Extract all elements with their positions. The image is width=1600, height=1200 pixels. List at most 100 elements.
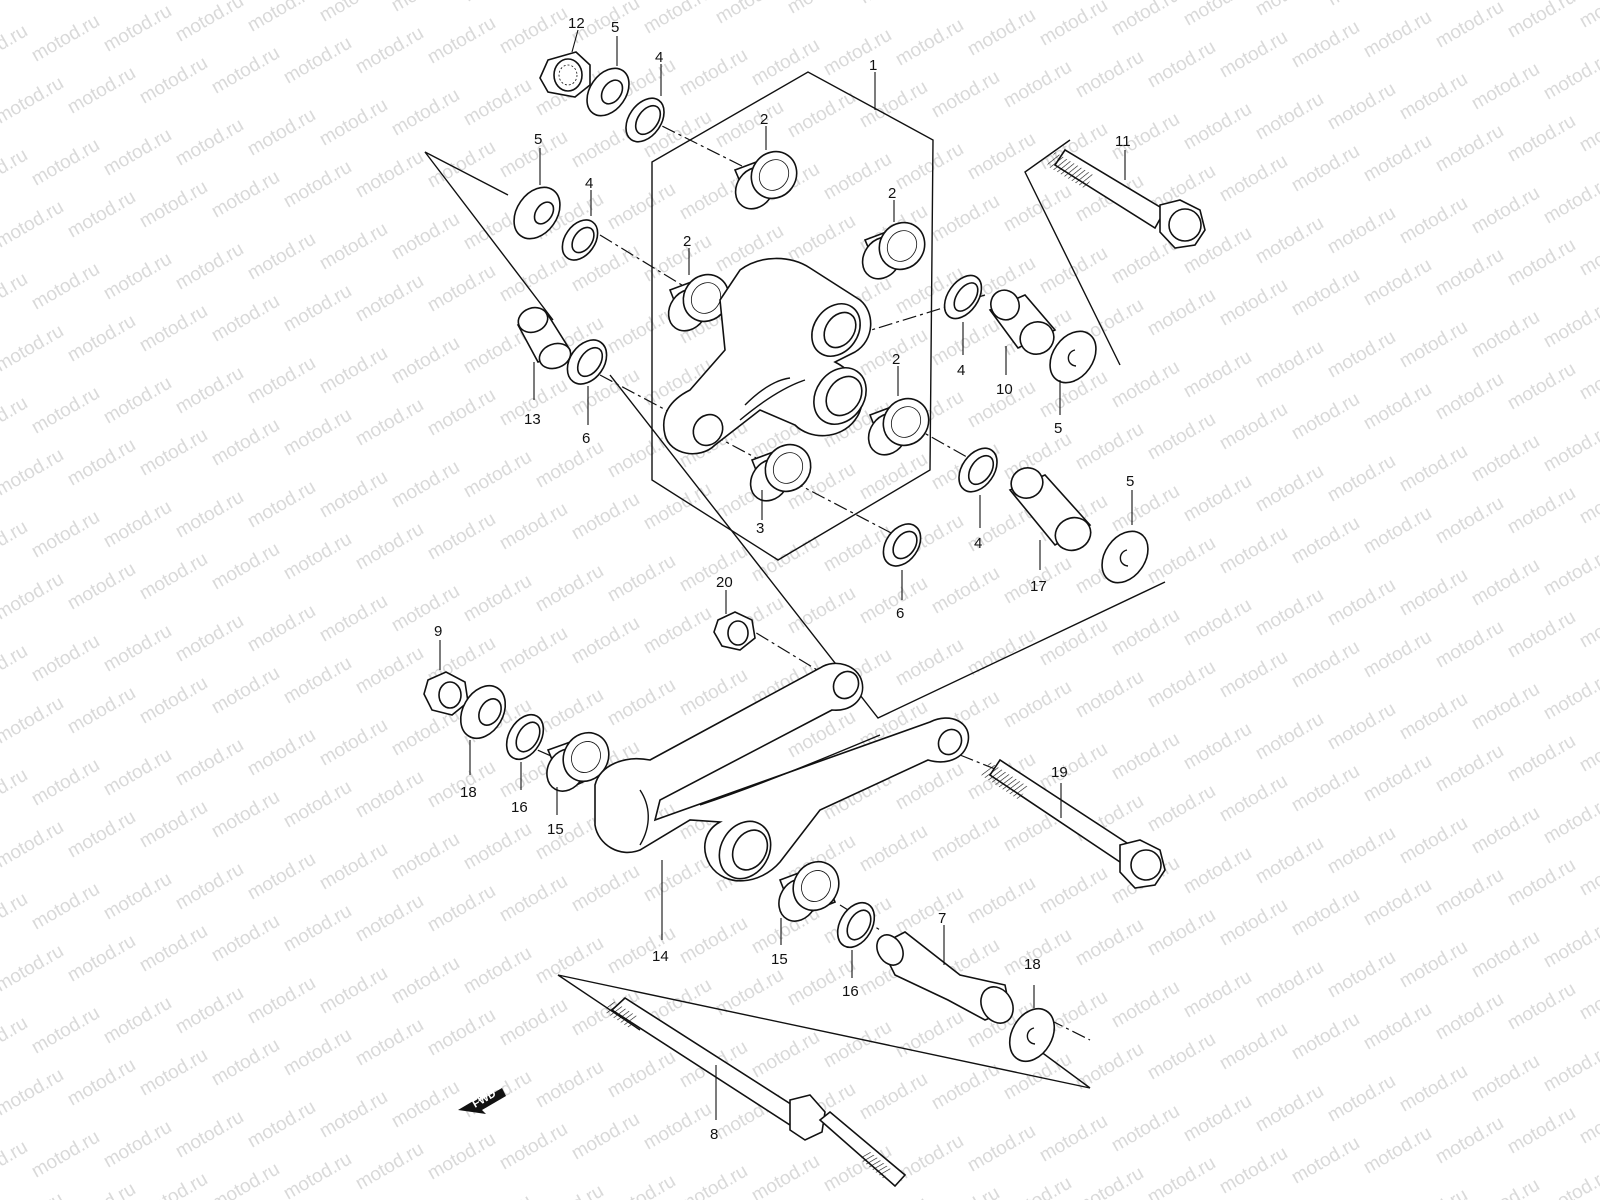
svg-text:16: 16 (842, 983, 859, 1000)
watermark-text: motod.ru (640, 1099, 715, 1155)
guide-triangle-lower (609, 374, 1166, 719)
seal-part-6-right (882, 523, 922, 567)
watermark-text: motod.ru (1504, 483, 1579, 539)
watermark-text: motod.ru (28, 755, 103, 811)
watermark-text: motod.ru (208, 167, 283, 223)
watermark-text: motod.ru (1432, 989, 1507, 1045)
watermark-text: motod.ru (1216, 151, 1291, 207)
watermark-text: motod.ru (1396, 1061, 1471, 1117)
callout-18: 18 (460, 740, 477, 801)
bearing-part-15-left (546, 731, 610, 792)
watermark-text: motod.ru (1540, 545, 1600, 601)
watermark-text: motod.ru (1504, 979, 1579, 1035)
svg-text:18: 18 (460, 784, 477, 801)
watermark-text: motod.ru (1252, 957, 1327, 1013)
watermark-text: motod.ru (1216, 1019, 1291, 1075)
watermark-text: motod.ru (388, 953, 463, 1009)
watermark-text: motod.ru (28, 507, 103, 563)
watermark-text: motod.ru (1360, 875, 1435, 931)
watermark-text: motod.ru (1468, 431, 1543, 487)
watermark-text: motod.ru (1288, 17, 1363, 73)
watermark-text: motod.ru (1540, 49, 1600, 105)
bearing-part-2-right (861, 221, 926, 280)
watermark-text: motod.ru (856, 821, 931, 877)
watermark-text: motod.ru (64, 1055, 139, 1111)
watermark-text: motod.ru (640, 479, 715, 535)
svg-text:18: 18 (1024, 956, 1041, 973)
watermark-text: motod.ru (1324, 0, 1399, 10)
watermark-text: motod.ru (784, 583, 859, 639)
spacer-part-10 (988, 289, 1057, 355)
watermark-text: motod.ru (856, 573, 931, 629)
callout-2: 2 (683, 233, 691, 275)
watermark-text: motod.ru (1108, 0, 1183, 40)
watermark-text: motod.ru (172, 735, 247, 791)
watermark-text: motod.ru (1468, 803, 1543, 859)
callout-15: 15 (771, 918, 788, 968)
watermark-text: motod.ru (748, 35, 823, 91)
watermark-text: motod.ru (1576, 1093, 1600, 1149)
watermark-text: motod.ru (0, 445, 67, 501)
watermark-text: motod.ru (640, 851, 715, 907)
watermark-text: motod.ru (532, 1181, 607, 1200)
watermark-text: motod.ru (136, 53, 211, 109)
watermark-text: motod.ru (136, 301, 211, 357)
watermark-text: motod.ru (1072, 1163, 1147, 1200)
watermark-text: motod.ru (1252, 1081, 1327, 1137)
watermark-text: motod.ru (928, 67, 1003, 123)
watermark-text: motod.ru (1324, 1071, 1399, 1127)
svg-text:11: 11 (1115, 133, 1131, 150)
watermark-text: motod.ru (460, 447, 535, 503)
watermark-text: motod.ru (0, 941, 67, 997)
watermark-text: motod.ru (208, 787, 283, 843)
watermark-text: motod.ru (1072, 915, 1147, 971)
watermark-text: motod.ru (1360, 627, 1435, 683)
watermark-text: motod.ru (1252, 709, 1327, 765)
watermark-text: motod.ru (0, 73, 67, 129)
watermark-text: motod.ru (316, 963, 391, 1019)
watermark-text: motod.ru (1396, 689, 1471, 745)
watermark-text: motod.ru (172, 1107, 247, 1163)
watermark-text: motod.ru (784, 87, 859, 143)
callout-5: 5 (1126, 473, 1134, 525)
svg-text:16: 16 (511, 799, 528, 816)
watermark-text: motod.ru (1432, 369, 1507, 425)
svg-text:17: 17 (1030, 578, 1047, 595)
svg-text:5: 5 (1126, 473, 1134, 490)
watermark-text: motod.ru (604, 551, 679, 607)
callout-8: 8 (710, 1065, 718, 1143)
watermark-text: motod.ru (1324, 327, 1399, 383)
watermark-text: motod.ru (1180, 967, 1255, 1023)
watermark-text: motod.ru (316, 591, 391, 647)
watermark-text: motod.ru (136, 1045, 211, 1101)
watermark-text: motod.ru (1576, 101, 1600, 157)
watermark-text: motod.ru (352, 1139, 427, 1195)
watermark-text: motod.ru (244, 229, 319, 285)
watermark-text: motod.ru (1180, 595, 1255, 651)
watermark-text: motod.ru (244, 353, 319, 409)
callout-5: 5 (534, 131, 542, 185)
nut-part-9 (423, 671, 469, 716)
watermark-text: motod.ru (244, 1097, 319, 1153)
watermark-text: motod.ru (820, 149, 895, 205)
watermark-text: motod.ru (1504, 607, 1579, 663)
watermark-text: motod.ru (1072, 667, 1147, 723)
watermark-text: motod.ru (1072, 47, 1147, 103)
watermark-text: motod.ru (460, 0, 535, 6)
watermark-text: motod.ru (604, 1047, 679, 1103)
svg-text:9: 9 (434, 623, 442, 640)
watermark-text: motod.ru (1396, 317, 1471, 373)
watermark-text: motod.ru (100, 1117, 175, 1173)
watermark-text: motod.ru (136, 797, 211, 853)
watermark-text: motod.ru (1180, 719, 1255, 775)
watermark-text: motod.ru (1360, 751, 1435, 807)
watermark-text: motod.ru (1288, 389, 1363, 445)
watermark-text: motod.ru (964, 873, 1039, 929)
watermark-text: motod.ru (1180, 0, 1255, 30)
watermark-text: motod.ru (100, 125, 175, 181)
watermark-text: motod.ru (928, 1183, 1003, 1200)
callout-4: 4 (974, 495, 982, 552)
watermark-text: motod.ru (0, 693, 67, 749)
watermark-text: motod.ru (1180, 843, 1255, 899)
watermark-text: motod.ru (136, 177, 211, 233)
